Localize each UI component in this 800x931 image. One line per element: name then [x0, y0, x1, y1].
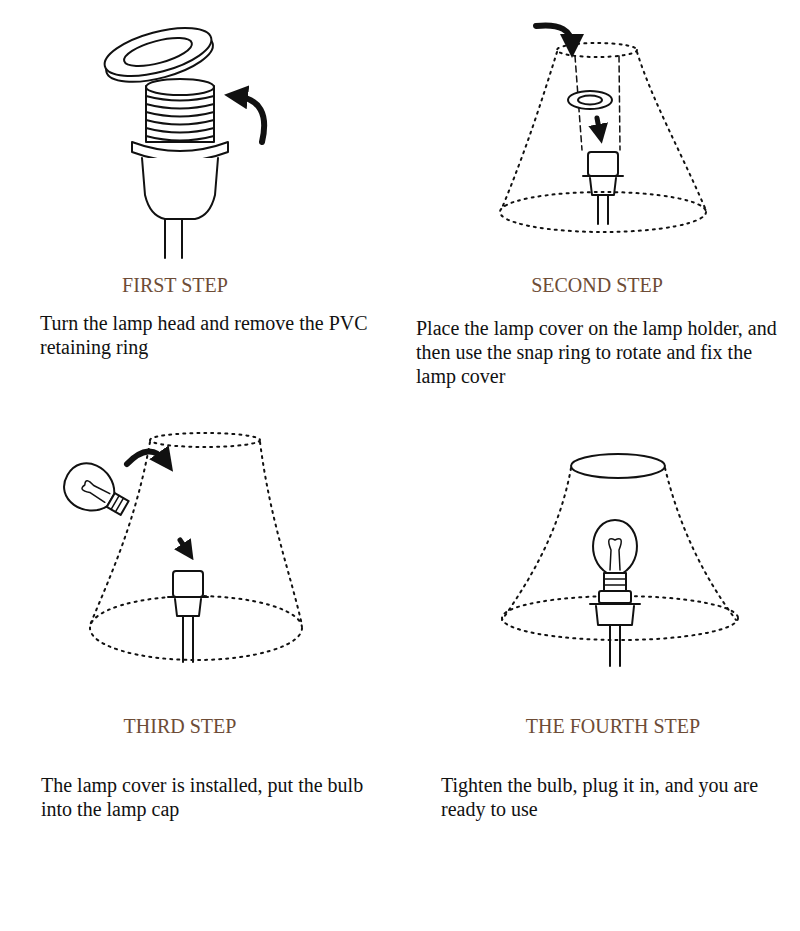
bulb-base	[604, 573, 626, 591]
lamp-stem	[598, 195, 608, 224]
lamp-shade	[500, 43, 706, 232]
lamp-shade	[90, 433, 302, 660]
sleeve-top	[146, 79, 214, 95]
lamp-stem	[165, 219, 182, 258]
thread-line	[146, 96, 214, 101]
step-heading: THIRD STEP	[80, 714, 280, 738]
shade-bottom	[500, 192, 706, 232]
screw-thread	[146, 96, 214, 141]
filament	[81, 480, 110, 503]
down-arrow	[597, 118, 600, 134]
shade-side	[260, 442, 302, 625]
step-instruction: Tighten the bulb, plug it in, and you ar…	[441, 773, 793, 821]
spacer	[92, 446, 302, 447]
light-bulb	[593, 520, 637, 591]
shade-top	[571, 454, 665, 478]
shade-top	[150, 433, 260, 447]
holder-sleeve	[588, 152, 618, 176]
shade-side	[502, 52, 557, 208]
thread-line	[146, 120, 214, 125]
holder-body	[583, 176, 623, 195]
step-instruction: The lamp cover is installed, put the bul…	[41, 773, 386, 821]
rotate-arrow	[236, 96, 264, 142]
base-thread	[111, 496, 123, 512]
snap-ring-hole	[578, 96, 602, 105]
shade-side	[665, 468, 736, 620]
lamp-holder	[590, 591, 640, 666]
holder-body	[590, 604, 640, 625]
step-instruction: Place the lamp cover on the lamp holder,…	[416, 316, 791, 388]
step-heading: FIRST STEP	[75, 273, 275, 297]
step-heading: THE FOURTH STEP	[503, 714, 723, 738]
step-heading: SECOND STEP	[497, 273, 697, 297]
holder-sleeve	[173, 571, 203, 597]
thread-line	[146, 104, 214, 109]
down-arrow	[180, 540, 188, 552]
lamp-shade	[502, 468, 738, 640]
lamp-stem	[183, 616, 193, 662]
thread-line	[146, 136, 214, 141]
holder-body	[168, 597, 208, 616]
filament	[609, 539, 622, 570]
insert-arrow	[127, 451, 166, 464]
light-bulb	[56, 455, 136, 527]
holder-sleeve	[599, 591, 631, 603]
shade-side	[637, 52, 705, 208]
shade-side	[502, 468, 571, 620]
retaining-ring	[100, 18, 218, 91]
guide-line	[575, 56, 620, 150]
lamp-holder	[168, 571, 208, 662]
shade-bottom	[90, 596, 302, 660]
thread-line	[146, 112, 214, 117]
lamp-stem	[610, 625, 620, 666]
place-arrow	[536, 25, 572, 46]
lamp-holder	[583, 152, 623, 224]
thread-line	[146, 128, 214, 133]
bulb-base	[107, 493, 129, 515]
snap-ring	[568, 91, 612, 109]
ring-inner	[121, 32, 194, 71]
ring-outer	[100, 18, 217, 85]
step-instruction: Turn the lamp head and remove the PVC re…	[40, 311, 385, 359]
bulb-glass	[593, 520, 637, 573]
holder-body	[142, 158, 218, 219]
base-thread	[604, 579, 626, 585]
lamp-holder	[132, 79, 228, 258]
